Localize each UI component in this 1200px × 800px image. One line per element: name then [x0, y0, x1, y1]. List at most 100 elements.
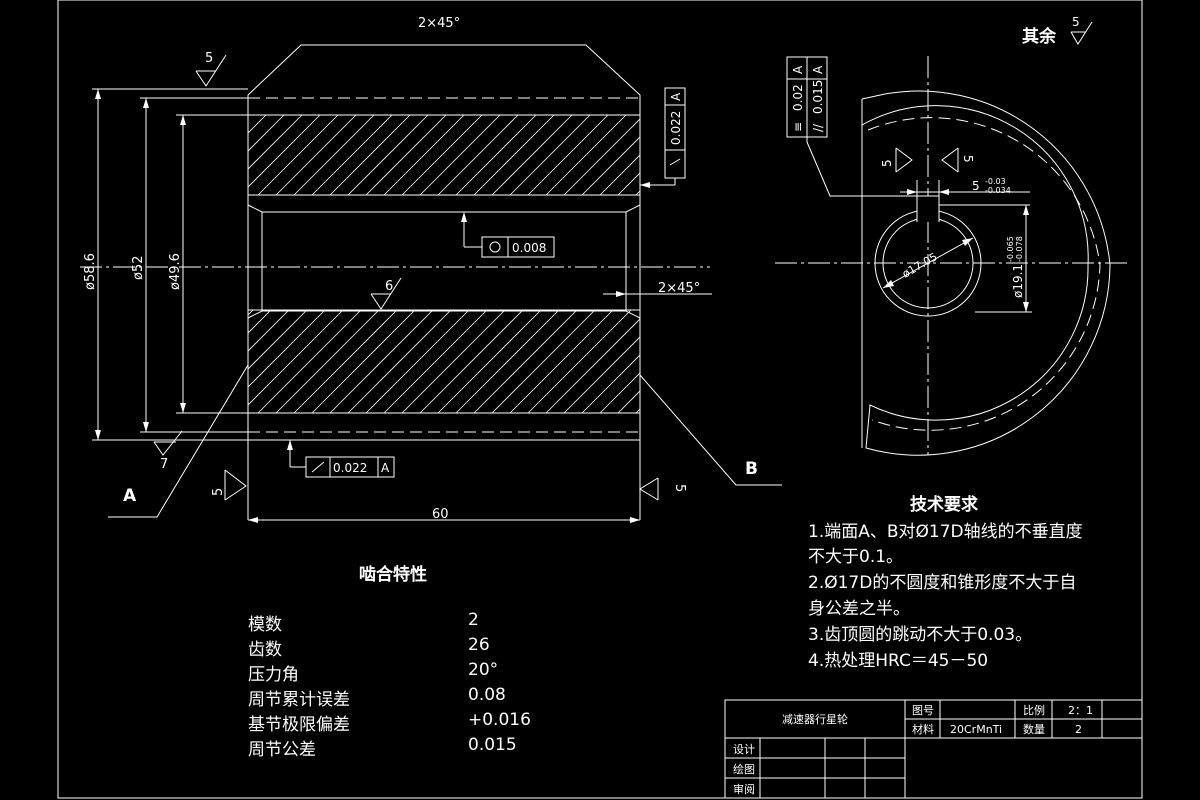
- drawing-frame: [57, 0, 1143, 799]
- hatch-line: [293, 310, 398, 413]
- hatch-line: [455, 115, 537, 195]
- parallel-value: 0.015: [811, 80, 825, 114]
- roughness-end-right: 5: [672, 484, 687, 492]
- key-roughness-left: 5: [880, 159, 894, 167]
- tech-line: 4.热处理HRC＝45－50: [808, 651, 989, 671]
- tech-line: 3.齿顶圆的跳动不大于0.03。: [808, 625, 1033, 645]
- hatch-upper: [150, 115, 788, 195]
- hatch-line: [527, 310, 632, 413]
- hatch-line: [311, 310, 416, 413]
- hatch-line: [383, 115, 465, 195]
- hatch-line: [455, 310, 560, 413]
- title-drawing-no-label: 图号: [912, 704, 934, 717]
- cylindricity-value: 0.008: [512, 241, 546, 255]
- surface-finish-value: 5: [1072, 15, 1080, 29]
- hatch-line: [248, 310, 272, 334]
- runout-top-arrow: [640, 182, 650, 188]
- hatch-line: [599, 372, 640, 413]
- dim-outer-dia: ø58.6: [83, 253, 98, 290]
- hatch-line: [726, 310, 829, 413]
- symmetry-frame: [786, 56, 917, 197]
- end-view: [775, 56, 1130, 456]
- datum-a: A: [123, 486, 137, 506]
- hatch-line: [347, 310, 452, 413]
- hub-depth-tol-upper: -0.065: [1006, 236, 1015, 262]
- runout-top-value: 0.022: [669, 111, 683, 145]
- mesh-row-value: 2: [468, 610, 479, 630]
- hatch-line: [248, 310, 344, 406]
- cylindricity-frame: [463, 220, 555, 258]
- mesh-row-value: 0.08: [468, 685, 506, 705]
- hatch-line: [248, 310, 326, 388]
- hatch-line: [248, 115, 249, 116]
- hatch-line: [708, 310, 811, 413]
- hatch-line: [383, 310, 488, 413]
- roughness-symbols: [153, 54, 659, 501]
- title-scale-label: 比例: [1023, 703, 1045, 717]
- hatch-line: [690, 310, 793, 413]
- key-width-tol-upper: -0.03: [985, 177, 1006, 186]
- hatch-line: [509, 115, 591, 195]
- hatch-line: [248, 310, 254, 316]
- hatch-line: [248, 310, 308, 370]
- tech-title: 技术要求: [910, 495, 978, 515]
- hatch-line: [545, 318, 640, 413]
- mesh-title: 啮合特性: [359, 565, 427, 585]
- tech-line: 2.Ø17D的不圆度和锥形度不大于自: [808, 573, 1077, 593]
- hatch-line: [275, 115, 357, 195]
- hatch-line: [257, 310, 362, 413]
- hatch-line: [150, 115, 230, 195]
- hatch-line: [347, 115, 429, 195]
- hatch-line: [248, 115, 321, 188]
- mesh-row-value: 20°: [468, 660, 499, 680]
- title-draw-label: 绘图: [733, 762, 755, 776]
- hatch-line: [563, 118, 640, 195]
- arrowheads: [95, 89, 640, 523]
- key-roughness: [895, 147, 959, 173]
- title-material: 20CrMnTi: [950, 723, 1002, 736]
- hatch-line: [248, 115, 285, 152]
- hatch-line: [672, 115, 752, 195]
- mesh-row-name: 周节公差: [248, 740, 316, 760]
- hatch-line: [708, 115, 788, 195]
- runout-bottom-arrow: [287, 440, 293, 450]
- dim-root-dia: ø49.6: [168, 253, 183, 290]
- runout-top-datum: A: [669, 92, 683, 101]
- roughness-mid: 6: [385, 279, 393, 294]
- cylindricity-arrow: [461, 212, 467, 222]
- hatch-line: [690, 115, 770, 195]
- hatch-line: [545, 115, 627, 195]
- hatch-line: [654, 115, 734, 195]
- hatch-line: [581, 136, 640, 195]
- title-part-name: 减速器行星轮: [782, 712, 848, 726]
- mesh-row-name: 齿数: [248, 640, 282, 660]
- parallel-datum: A: [811, 65, 825, 74]
- hatch-line: [248, 115, 267, 134]
- dim-length: 60: [432, 507, 449, 522]
- hatch-line: [563, 336, 640, 413]
- bore-dim: ø17.05: [900, 250, 940, 280]
- hatch-line: [654, 310, 757, 413]
- title-design-label: 设计: [733, 743, 755, 756]
- title-qty-label: 数量: [1023, 723, 1045, 736]
- key-width: 5: [972, 179, 980, 193]
- roughness-top: 5: [205, 51, 213, 66]
- bore-chamfer: 2×45°: [658, 281, 700, 296]
- mesh-row-name: 模数: [248, 615, 282, 635]
- runout-bottom-value: 0.022: [333, 461, 367, 475]
- hatch-line: [311, 115, 393, 195]
- parallel-symbol: //: [811, 123, 825, 132]
- hatch-line: [365, 115, 447, 195]
- mesh-row-name: 压力角: [248, 665, 299, 685]
- hatch-line: [744, 310, 847, 413]
- hatch-line: [248, 310, 290, 352]
- hatch-line: [401, 115, 483, 195]
- hatch-line: [329, 115, 411, 195]
- tech-line: 身公差之半。: [808, 599, 910, 619]
- dim-pitch-dia: ø52: [131, 256, 146, 281]
- surface-finish-symbol: [1070, 21, 1093, 45]
- hub-depth: ø19.1: [1011, 264, 1025, 298]
- hatch-line: [491, 115, 573, 195]
- end-view-arrows: [883, 189, 1029, 312]
